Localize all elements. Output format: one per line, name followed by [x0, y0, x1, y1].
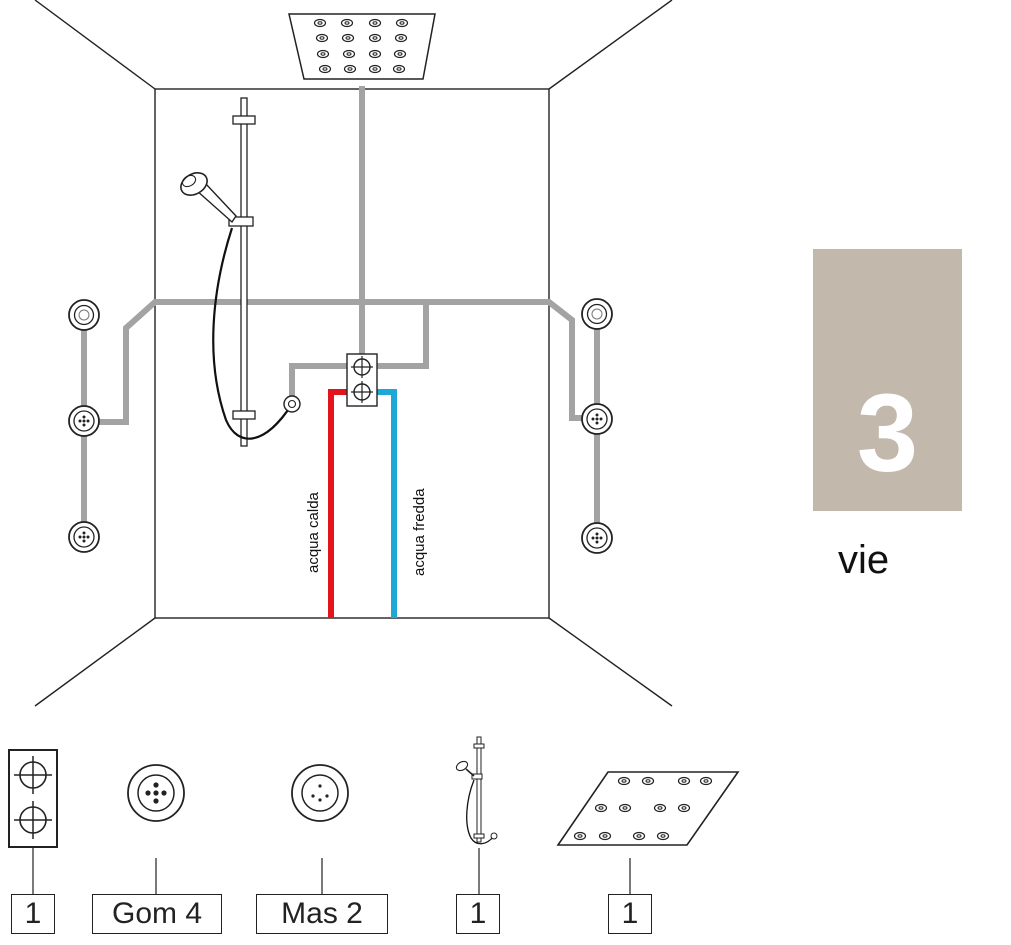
ways-badge: 3 [813, 249, 962, 511]
corner-line-bottom-right [548, 617, 673, 707]
cold-water-pipe [377, 389, 397, 618]
quantity-body-jet-mas: Mas 2 [256, 894, 388, 934]
body-jet-gom-icon [68, 405, 100, 437]
legend-hand-shower-rail-icon [455, 736, 498, 894]
pipe-valve-to-loop [376, 302, 429, 369]
body-jet-gom-icon [581, 403, 613, 435]
back-wall [154, 88, 550, 619]
hot-water-label: acqua calda [305, 491, 322, 573]
legend-diverter-valve-icon [8, 749, 58, 894]
legend-body-jet-mas-icon [291, 764, 349, 894]
hot-water-pipe [328, 389, 347, 618]
pipe-main-loop [84, 299, 597, 425]
legend-rain-shower-head-icon [556, 771, 740, 894]
quantity-diverter-valve: 1 [11, 894, 55, 934]
quantity-hand-shower: 1 [456, 894, 500, 934]
rain-shower-head-icon [288, 13, 436, 80]
corner-line-bottom-left [34, 617, 156, 707]
pipe-valve-to-handshower [289, 363, 348, 398]
body-jet-mas-icon [581, 298, 613, 330]
body-jet-gom-icon [581, 522, 613, 554]
body-jet-gom-icon [68, 521, 100, 553]
cold-water-label: acqua fredda [411, 488, 428, 576]
hand-shower-rail-icon [180, 97, 301, 447]
distribution-pipes [81, 86, 600, 538]
quantity-rain-shower-head: 1 [608, 894, 652, 934]
body-jet-mas-icon [68, 299, 100, 331]
quantity-body-jet-gom: Gom 4 [92, 894, 222, 934]
ways-number: 3 [856, 372, 919, 495]
ways-label: vie [838, 538, 890, 582]
diverter-valve-icon [346, 353, 378, 407]
room-outline [34, 0, 673, 707]
legend-body-jet-gom-icon [127, 764, 185, 894]
corner-line-top-right [548, 0, 673, 90]
corner-line-top-left [34, 0, 156, 90]
